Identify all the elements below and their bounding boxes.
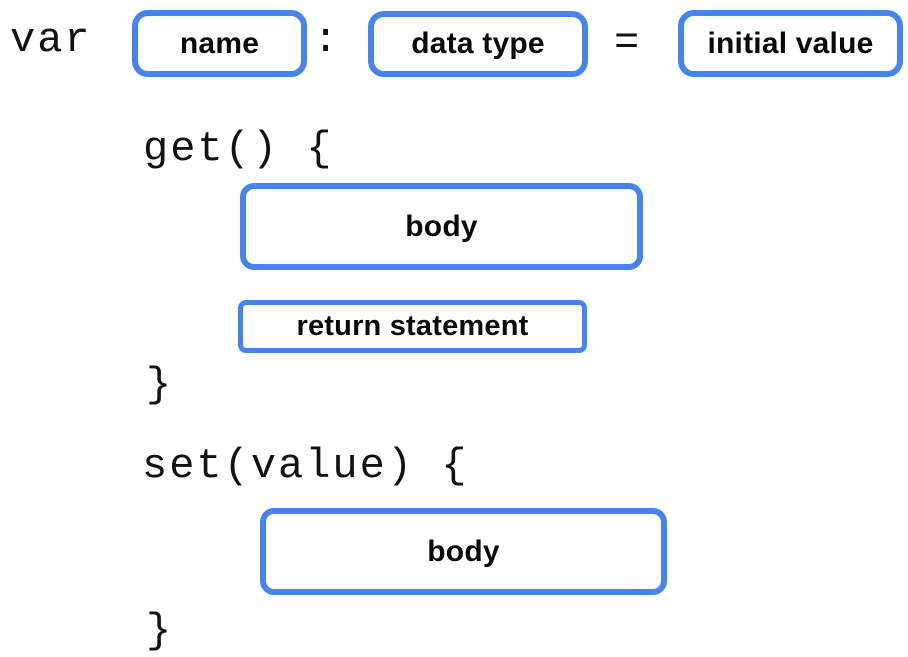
set-body-placeholder-label: body	[427, 534, 500, 568]
name-placeholder-label: name	[179, 26, 260, 60]
get-close-brace-token: }	[146, 361, 174, 409]
initial-value-placeholder-label: initial value	[707, 26, 874, 60]
colon-token: :	[313, 16, 341, 64]
data-type-placeholder-label: data type	[411, 27, 545, 60]
set-close-brace-token: }	[146, 607, 174, 655]
get-body-placeholder-label: body	[405, 209, 478, 243]
get-body-placeholder-box: body	[240, 183, 643, 270]
var-keyword: var	[10, 16, 92, 64]
return-statement-placeholder-label: return statement	[296, 310, 529, 342]
return-statement-placeholder-box: return statement	[238, 300, 587, 353]
data-type-placeholder-box: data type	[368, 11, 588, 77]
get-open-token: get() {	[143, 125, 334, 173]
equals-token: =	[614, 19, 642, 67]
set-body-placeholder-box: body	[260, 508, 667, 595]
set-open-token: set(value) {	[142, 442, 469, 490]
initial-value-placeholder-box: initial value	[678, 10, 903, 77]
name-placeholder-box: name	[132, 10, 307, 77]
